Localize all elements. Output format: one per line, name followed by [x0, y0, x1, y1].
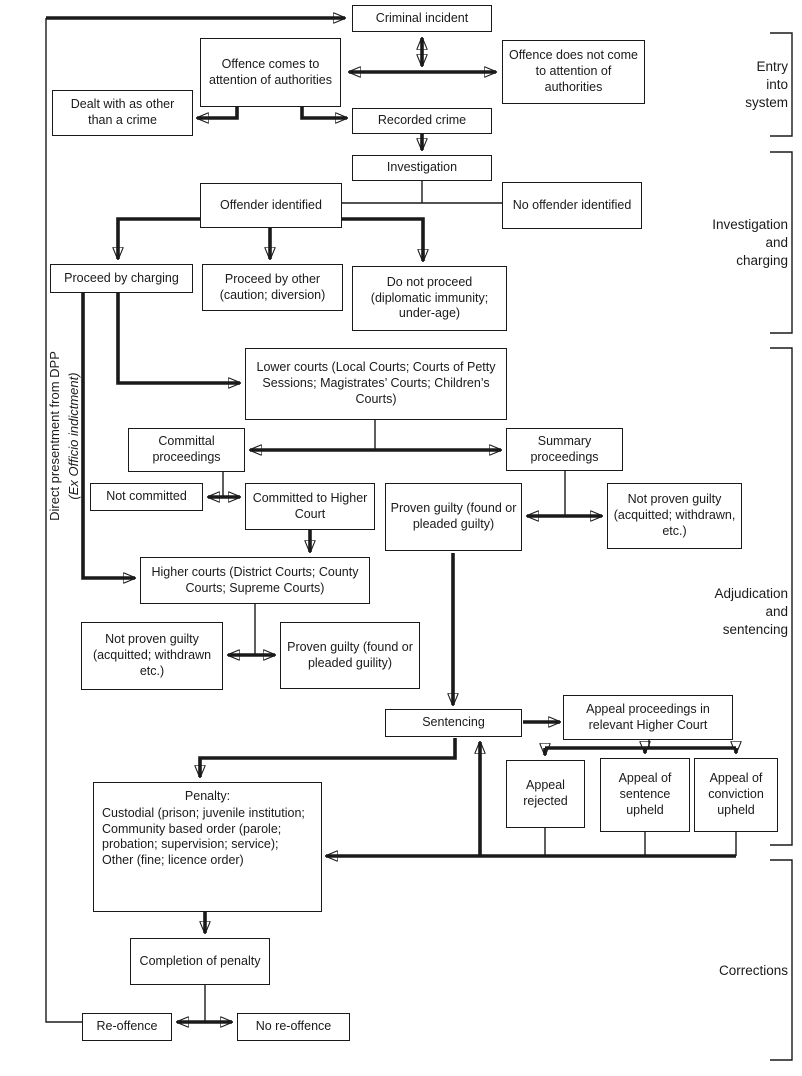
node-committed-higher: Committed to Higher Court: [245, 483, 375, 530]
node-offender-identified: Offender identified: [200, 183, 342, 228]
node-appeal-conviction-upheld: Appeal of conviction upheld: [694, 758, 778, 832]
node-not-proven-summary: Not proven guilty (acquitted; withdrawn,…: [607, 483, 742, 549]
bracket-entry-into-system: [770, 32, 793, 137]
stage-label-adjudication-sentencing: Adjudication and sentencing: [714, 586, 788, 638]
node-appeal-rejected: Appeal rejected: [506, 760, 585, 828]
arrow-sentencing-to-penalty: [200, 738, 457, 777]
node-summary-proceedings: Summary proceedings: [506, 428, 623, 471]
node-not-proven-higher: Not proven guilty (acquitted; withdrawn …: [81, 622, 223, 690]
bracket-corrections: [770, 859, 793, 1061]
arrow-to-dealt-other: [197, 107, 239, 118]
dpp-label-line1: Direct presentment from DPP: [47, 351, 62, 521]
node-not-committed: Not committed: [90, 483, 203, 511]
stage-label-corrections: Corrections: [718, 963, 788, 978]
node-proven-guilty-higher: Proven guilty (found or pleaded guility): [280, 622, 420, 689]
arrow-to-proceed-charging: [118, 217, 200, 259]
node-appeal-proceedings: Appeal proceedings in relevant Higher Co…: [563, 695, 733, 740]
connector-reoffence-loop: [45, 18, 82, 1023]
dpp-label-line2: (Ex Officio indictment): [65, 372, 81, 500]
dpp-presentment-label: Direct presentment from DPP (Ex Officio …: [46, 300, 88, 572]
node-offence-attention: Offence comes to attention of authoritie…: [200, 38, 341, 107]
node-recorded-crime: Recorded crime: [352, 108, 492, 134]
connector-investigation-junction: [342, 181, 502, 204]
node-proceed-other: Proceed by other (caution; diversion): [202, 264, 343, 311]
node-offence-no-attention: Offence does not come to attention of au…: [502, 40, 645, 104]
penalty-title: Penalty:: [184, 789, 231, 803]
node-higher-courts: Higher courts (District Courts; County C…: [140, 557, 370, 604]
connector-appeal-outcome-stems: [544, 828, 737, 856]
arrow-charging-to-lower-courts: [116, 293, 240, 383]
node-lower-courts: Lower courts (Local Courts; Courts of Pe…: [245, 348, 507, 420]
node-do-not-proceed: Do not proceed (diplomatic immunity; und…: [352, 266, 507, 331]
node-criminal-incident: Criminal incident: [352, 5, 492, 32]
node-proceed-charging: Proceed by charging: [50, 264, 193, 293]
node-committal-proceedings: Committal proceedings: [128, 428, 245, 472]
node-dealt-other: Dealt with as other than a crime: [52, 90, 193, 136]
node-no-re-offence: No re-offence: [237, 1013, 350, 1041]
node-penalty: Penalty: Custodial (prison; juvenile ins…: [93, 782, 322, 912]
node-no-offender-identified: No offender identified: [502, 182, 642, 229]
arrow-dpp-to-higher-courts: [81, 293, 135, 578]
penalty-line-1: Custodial (prison; juvenile institution;: [102, 805, 305, 820]
bracket-investigation-charging: [770, 151, 793, 334]
bracket-adjudication-sentencing: [770, 347, 793, 846]
penalty-line-2: Community based order (parole; probation…: [102, 821, 282, 852]
node-re-offence: Re-offence: [82, 1013, 172, 1041]
node-sentencing: Sentencing: [385, 709, 522, 737]
node-appeal-sentence-upheld: Appeal of sentence upheld: [600, 758, 690, 832]
penalty-line-3: Other (fine; licence order): [102, 853, 244, 867]
node-completion-penalty: Completion of penalty: [130, 938, 270, 985]
stage-label-entry: Entry into system: [745, 59, 788, 111]
node-proven-guilty-summary: Proven guilty (found or pleaded guilty): [385, 483, 522, 551]
stage-label-investigation-charging: Investigation and charging: [712, 217, 788, 269]
arrow-to-recorded-crime: [300, 107, 347, 118]
arrow-to-do-not-proceed: [342, 217, 423, 261]
node-investigation: Investigation: [352, 155, 492, 181]
